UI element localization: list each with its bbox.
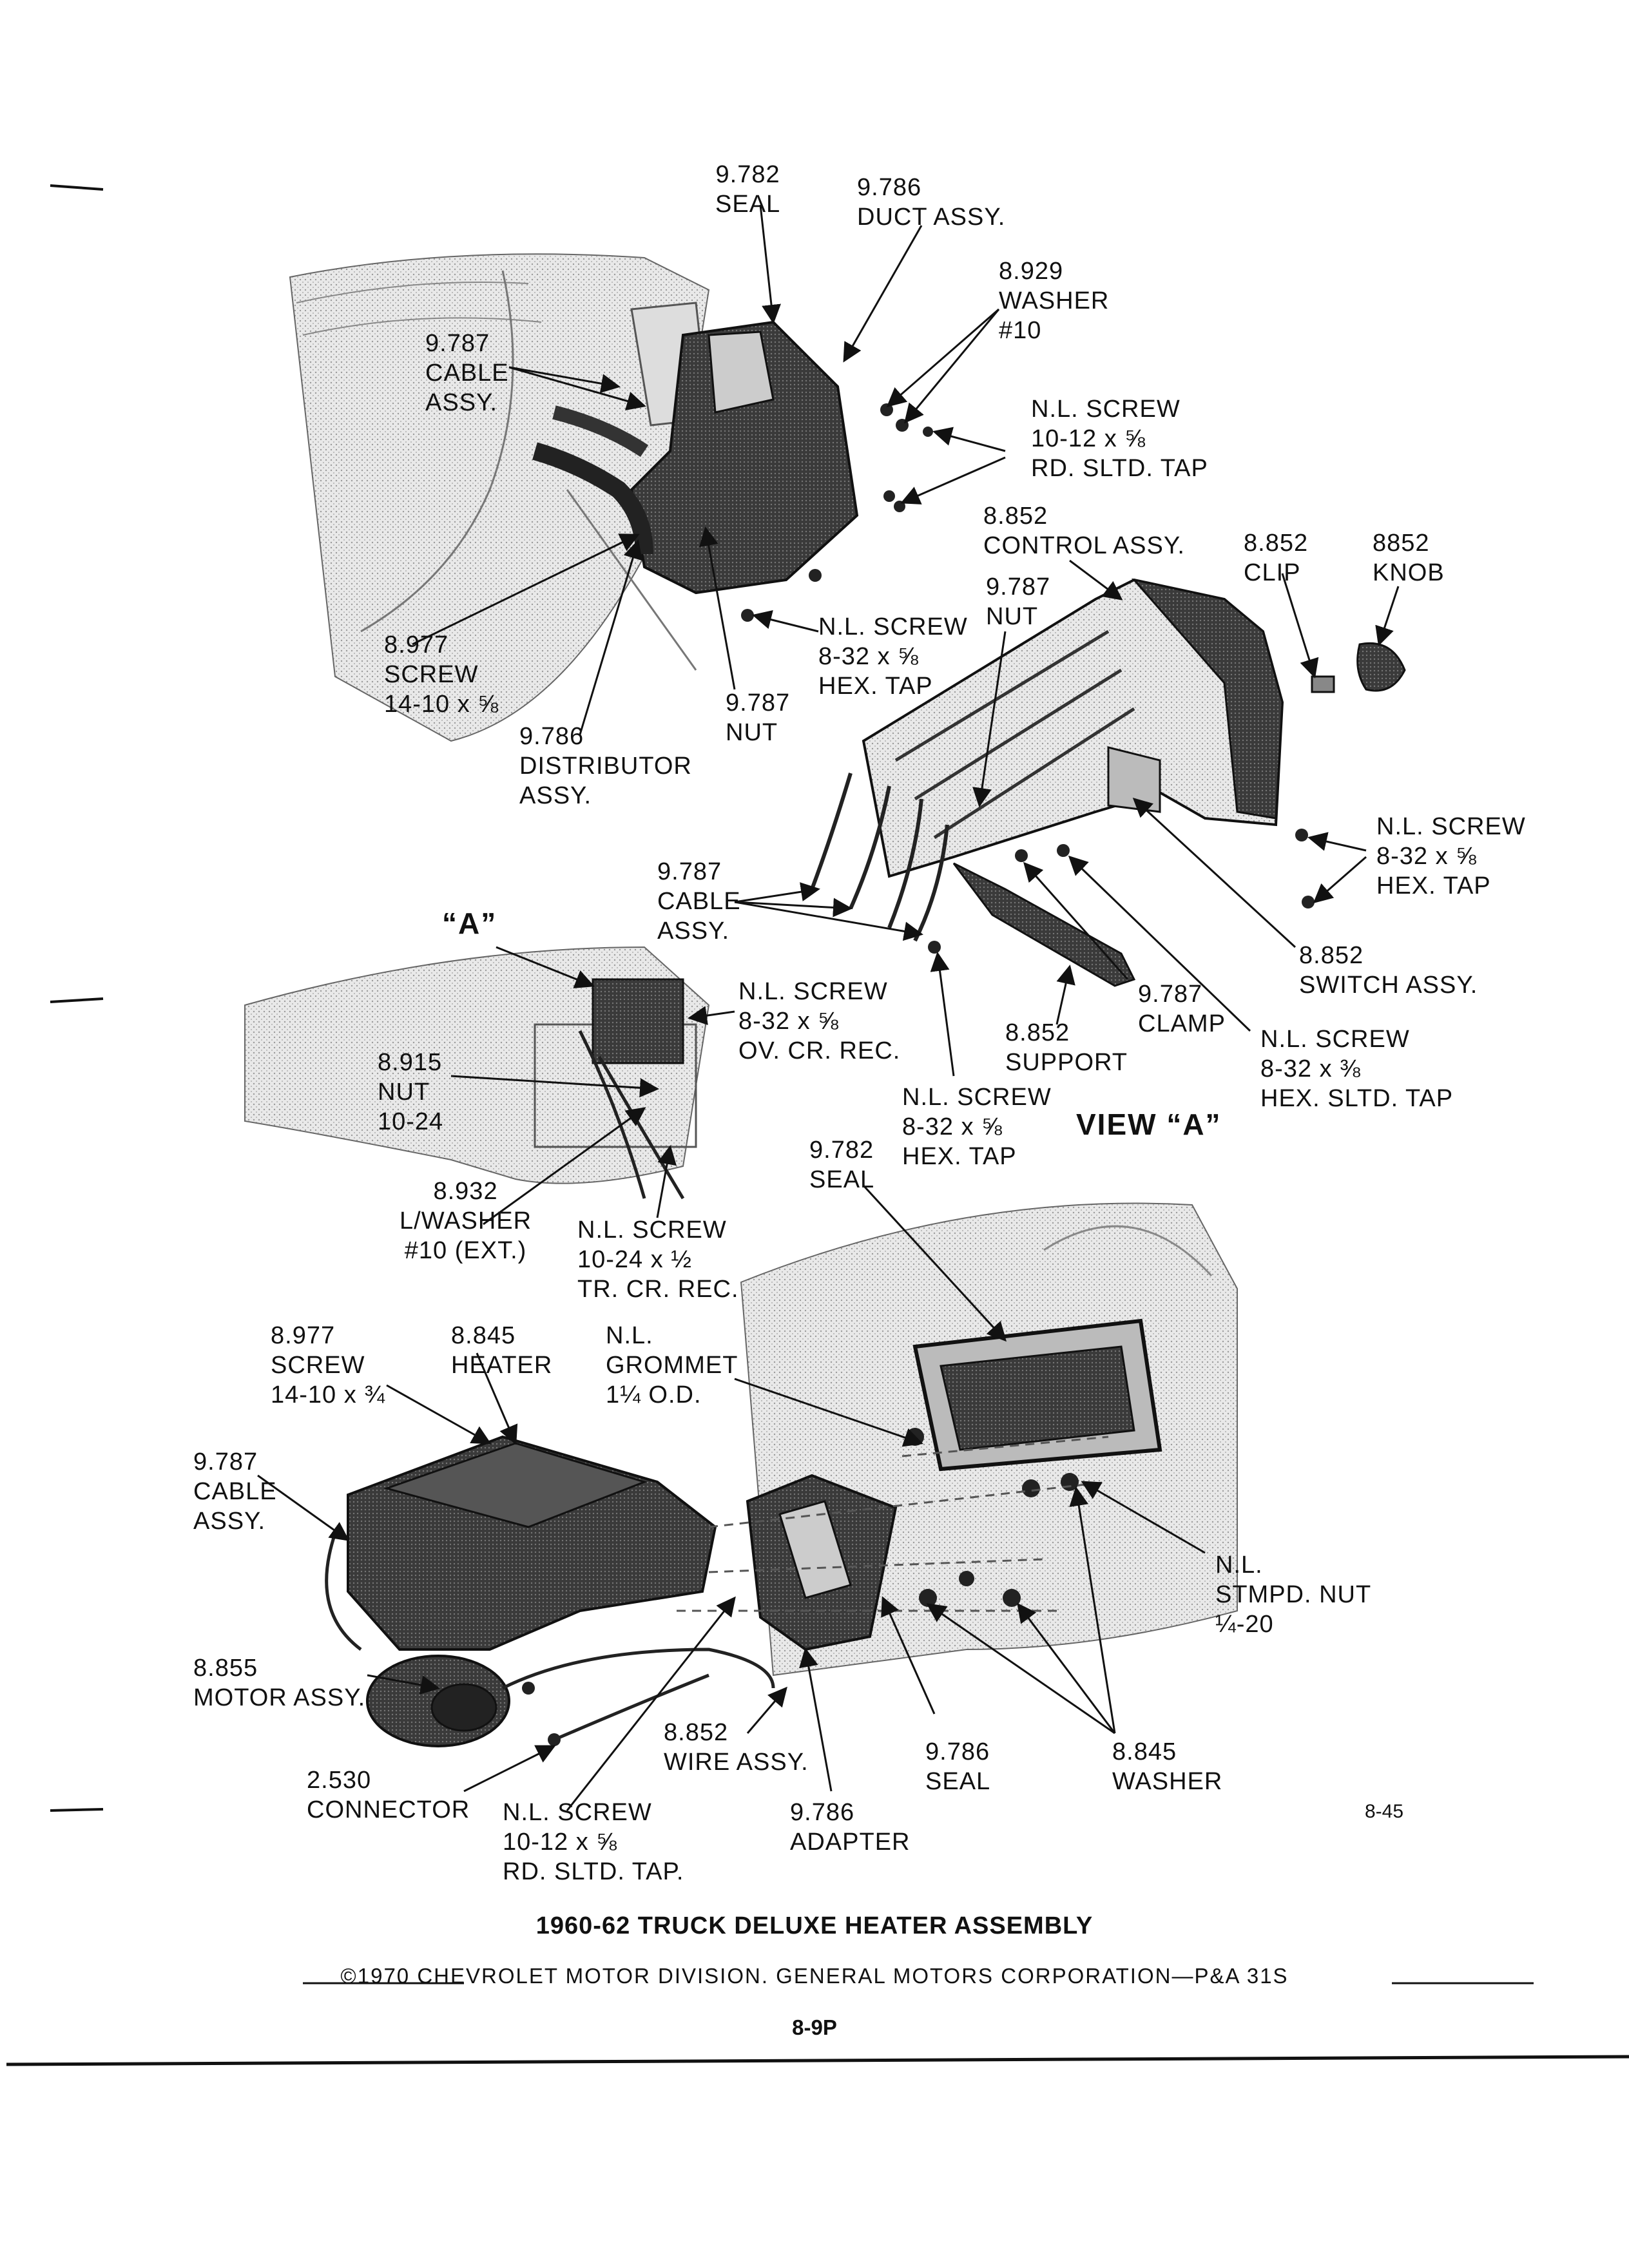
duct-assy-top <box>532 320 859 595</box>
page-number: 8-9P <box>792 2015 837 2039</box>
switch-fasteners <box>928 829 1315 954</box>
margin-ticks <box>50 184 104 1812</box>
page-title: 1960-62 TRUCK DELUXE HEATER ASSEMBLY <box>535 1912 1094 1939</box>
leader-lines <box>257 204 1400 1811</box>
copyright-line: ©1970 CHEVROLET MOTOR DIVISION. GENERAL … <box>340 1964 1289 1988</box>
knob-and-clip <box>1311 642 1406 693</box>
label-view-a: VIEW “A” <box>1076 1108 1222 1141</box>
figure-number: 8-45 <box>1365 1801 1404 1822</box>
view-a-panel <box>244 946 710 1200</box>
motor-wire <box>325 1533 775 1742</box>
dashed-alignment <box>677 1436 1109 1612</box>
support-bracket <box>952 862 1136 987</box>
label-view-a-marker: “A” <box>442 907 497 940</box>
heater-core <box>347 1435 717 1747</box>
bottom-rule <box>6 2055 1629 2066</box>
duct-seal-upper <box>912 1318 1162 1472</box>
adapter-and-seal <box>746 1474 898 1651</box>
control-assy <box>862 578 1284 878</box>
